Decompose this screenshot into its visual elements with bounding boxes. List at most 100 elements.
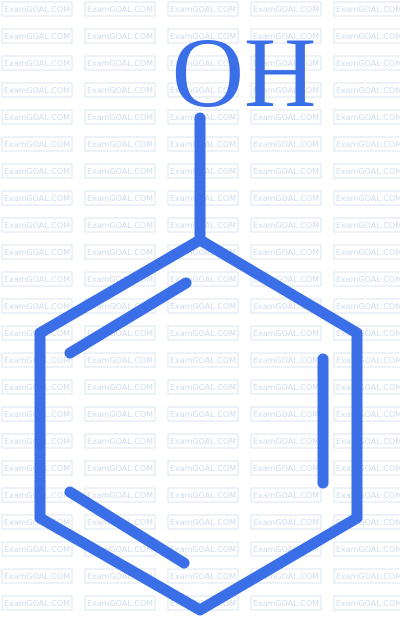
watermark-text: ExamGOAL.COM [336, 59, 400, 68]
watermark-tile: ExamGOAL.COM [84, 595, 156, 611]
watermark-tile: ExamGOAL.COM [333, 487, 400, 503]
watermark-tile: ExamGOAL.COM [167, 487, 239, 503]
watermark-text: ExamGOAL.COM [336, 167, 400, 176]
watermark-tile: ExamGOAL.COM [333, 28, 400, 44]
watermark-tile: ExamGOAL.COM [84, 82, 156, 98]
watermark-text: ExamGOAL.COM [87, 32, 153, 41]
watermark-tile: ExamGOAL.COM [1, 1, 73, 17]
watermark-tile: ExamGOAL.COM [250, 406, 322, 422]
watermark-text: ExamGOAL.COM [336, 329, 400, 338]
watermark-text: ExamGOAL.COM [4, 572, 70, 581]
watermark-text: ExamGOAL.COM [170, 491, 236, 500]
watermark-text: ExamGOAL.COM [336, 491, 400, 500]
watermark-tile: ExamGOAL.COM [1, 217, 73, 233]
watermark-text: ExamGOAL.COM [87, 302, 153, 311]
watermark-text: ExamGOAL.COM [4, 221, 70, 230]
watermark-text: ExamGOAL.COM [87, 194, 153, 203]
watermark-tile: ExamGOAL.COM [333, 271, 400, 287]
watermark-tile: ExamGOAL.COM [1, 82, 73, 98]
watermark-text: ExamGOAL.COM [336, 32, 400, 41]
watermark-text: ExamGOAL.COM [336, 572, 400, 581]
watermark-text: ExamGOAL.COM [87, 464, 153, 473]
watermark-tile: ExamGOAL.COM [1, 271, 73, 287]
watermark-tile: ExamGOAL.COM [333, 325, 400, 341]
watermark-text: ExamGOAL.COM [253, 194, 319, 203]
watermark-text: ExamGOAL.COM [4, 140, 70, 149]
watermark-tile: ExamGOAL.COM [1, 244, 73, 260]
watermark-tile: ExamGOAL.COM [250, 514, 322, 530]
watermark-tile: ExamGOAL.COM [333, 55, 400, 71]
watermark-text: ExamGOAL.COM [87, 599, 153, 608]
watermark-text: ExamGOAL.COM [170, 518, 236, 527]
watermark-tile: ExamGOAL.COM [1, 190, 73, 206]
watermark-tile: ExamGOAL.COM [167, 82, 239, 98]
watermark-text: ExamGOAL.COM [336, 5, 400, 14]
watermark-text: ExamGOAL.COM [87, 437, 153, 446]
watermark-text: ExamGOAL.COM [87, 545, 153, 554]
watermark-text: ExamGOAL.COM [253, 275, 319, 284]
watermark-tile: ExamGOAL.COM [250, 433, 322, 449]
watermark-tile: ExamGOAL.COM [333, 352, 400, 368]
watermark-tile: ExamGOAL.COM [84, 433, 156, 449]
watermark-text: ExamGOAL.COM [87, 113, 153, 122]
hydroxyl-label: OH [172, 17, 316, 128]
watermark-text: ExamGOAL.COM [87, 59, 153, 68]
watermark-text: ExamGOAL.COM [87, 86, 153, 95]
watermark-tile: ExamGOAL.COM [250, 352, 322, 368]
watermark-tile: ExamGOAL.COM [333, 244, 400, 260]
watermark-tile: ExamGOAL.COM [84, 487, 156, 503]
watermark-text: ExamGOAL.COM [87, 140, 153, 149]
watermark-text: ExamGOAL.COM [336, 113, 400, 122]
watermark-tile: ExamGOAL.COM [167, 379, 239, 395]
watermark-tile: ExamGOAL.COM [250, 82, 322, 98]
watermark-tile: ExamGOAL.COM [250, 190, 322, 206]
watermark-tile: ExamGOAL.COM [333, 514, 400, 530]
double-bond-inner-upper-left [64, 277, 192, 359]
watermark-text: ExamGOAL.COM [336, 275, 400, 284]
watermark-text: ExamGOAL.COM [4, 248, 70, 257]
watermark-text: ExamGOAL.COM [170, 410, 236, 419]
watermark-tile: ExamGOAL.COM [250, 379, 322, 395]
watermark-text: ExamGOAL.COM [253, 167, 319, 176]
watermark-text: ExamGOAL.COM [170, 275, 236, 284]
double-bond-inner-lower-left [64, 486, 190, 569]
watermark-tile: ExamGOAL.COM [167, 433, 239, 449]
watermark-text: ExamGOAL.COM [336, 518, 400, 527]
watermark-tile: ExamGOAL.COM [84, 1, 156, 17]
watermark-tile: ExamGOAL.COM [167, 460, 239, 476]
watermark-tile: ExamGOAL.COM [1, 109, 73, 125]
watermark-text: ExamGOAL.COM [253, 248, 319, 257]
watermark-tile: ExamGOAL.COM [167, 55, 239, 71]
watermark-tile: ExamGOAL.COM [333, 136, 400, 152]
watermark-tile: ExamGOAL.COM [84, 163, 156, 179]
watermark-tile: ExamGOAL.COM [167, 28, 239, 44]
watermark-tile: ExamGOAL.COM [1, 541, 73, 557]
watermark-text: ExamGOAL.COM [170, 383, 236, 392]
watermark-text: ExamGOAL.COM [87, 572, 153, 581]
watermark-tile: ExamGOAL.COM [250, 109, 322, 125]
watermark-tile: ExamGOAL.COM [250, 217, 322, 233]
watermark-tile: ExamGOAL.COM [167, 568, 239, 584]
watermark-text: ExamGOAL.COM [253, 329, 319, 338]
watermark-text: ExamGOAL.COM [170, 302, 236, 311]
watermark-text: ExamGOAL.COM [87, 248, 153, 257]
watermark-tile: ExamGOAL.COM [333, 568, 400, 584]
watermark-text: ExamGOAL.COM [4, 32, 70, 41]
watermark-text: ExamGOAL.COM [253, 356, 319, 365]
watermark-text: ExamGOAL.COM [336, 140, 400, 149]
watermark-tile: ExamGOAL.COM [250, 460, 322, 476]
watermark-text: ExamGOAL.COM [336, 599, 400, 608]
watermark-tile: ExamGOAL.COM [1, 28, 73, 44]
watermark-text: ExamGOAL.COM [87, 491, 153, 500]
watermark-text: ExamGOAL.COM [253, 464, 319, 473]
watermark-text: ExamGOAL.COM [336, 464, 400, 473]
watermark-text: ExamGOAL.COM [87, 329, 153, 338]
watermark-text: ExamGOAL.COM [4, 167, 70, 176]
watermark-text: ExamGOAL.COM [4, 302, 70, 311]
watermark-text: ExamGOAL.COM [253, 5, 319, 14]
watermark-text: ExamGOAL.COM [87, 5, 153, 14]
watermark-tile: ExamGOAL.COM [167, 352, 239, 368]
watermark-text: ExamGOAL.COM [253, 221, 319, 230]
watermark-text: ExamGOAL.COM [87, 275, 153, 284]
